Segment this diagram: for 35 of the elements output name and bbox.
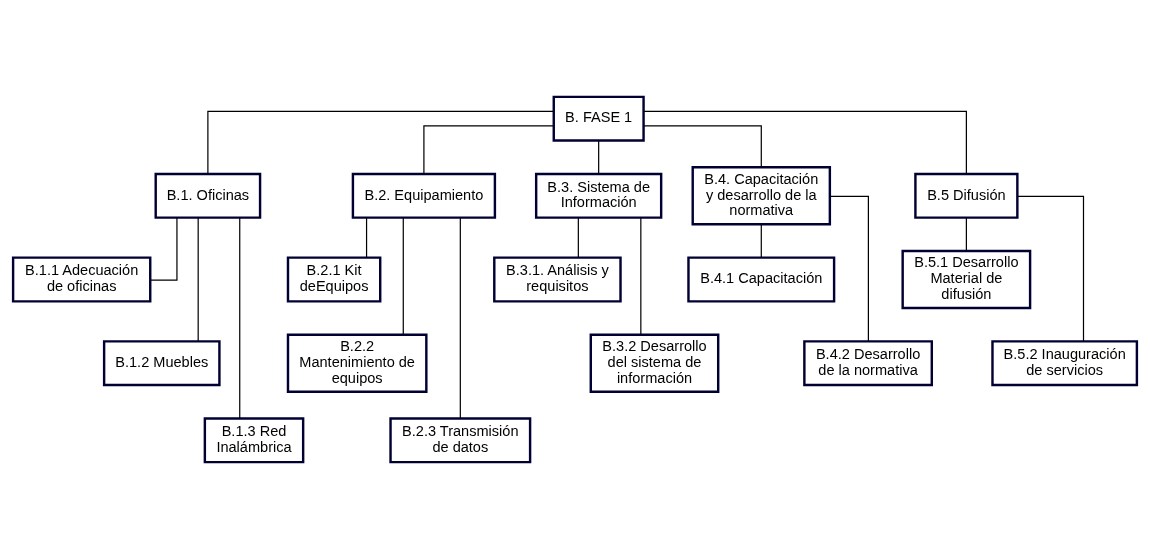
connector	[643, 125, 762, 168]
connector	[197, 217, 199, 342]
node-box: B.1.1 Adecuación de oficinas	[11, 256, 152, 303]
node-box: B.2.2 Mantenimiento de equipos	[286, 333, 428, 393]
node-box: B.5.1 Desarrollo Material de difusión	[901, 249, 1032, 310]
connector	[577, 217, 579, 258]
connector	[643, 110, 967, 175]
connector	[149, 217, 178, 281]
connector	[423, 125, 555, 175]
connector	[459, 217, 461, 419]
node-box: B.4.2 Desarrollo de la normativa	[803, 340, 933, 387]
connector	[829, 195, 869, 342]
connector	[365, 217, 368, 258]
connector	[760, 223, 762, 259]
node-box: B.3.2 Desarrollo del sistema de información	[589, 333, 720, 393]
node-box: B. FASE 1	[552, 95, 645, 142]
node-box: B.4.1 Capacitación	[687, 256, 836, 303]
node-box: B.3.1. Análisis y requisitos	[493, 256, 622, 303]
node-box: B.2.1 Kit deEquipos	[286, 256, 382, 303]
node-box: B.4. Capacitación y desarrollo de la normativa	[691, 166, 832, 226]
node-box: B.5.2 Inauguración de servicios	[991, 340, 1139, 387]
connector	[965, 217, 967, 252]
node-box: B.5 Difusión	[914, 172, 1019, 219]
connector	[1016, 195, 1085, 342]
node-box: B.2.3 Transmisión de datos	[389, 417, 532, 464]
connector	[402, 217, 404, 336]
connector	[640, 217, 642, 336]
connector	[598, 139, 600, 175]
node-box: B.1.3 Red Inalámbrica	[203, 417, 305, 464]
connector	[239, 217, 241, 419]
node-box: B.1. Oficinas	[154, 172, 262, 219]
node-box: B.3. Sistema de Información	[534, 172, 663, 219]
node-box: B.1.2 Muebles	[102, 340, 221, 387]
connector	[207, 110, 555, 175]
node-box: B.2. Equipamiento	[351, 172, 497, 219]
